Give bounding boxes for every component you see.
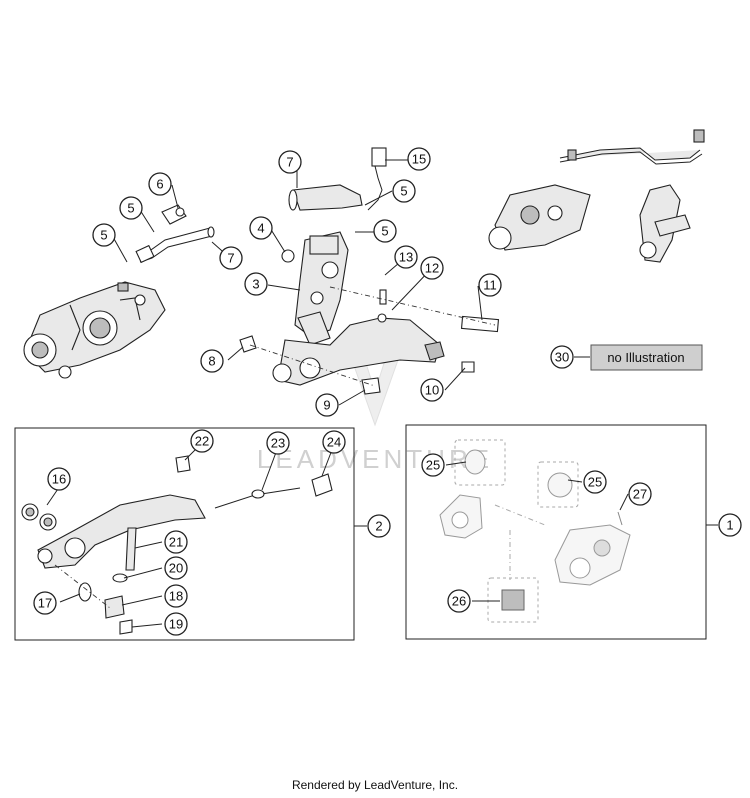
svg-text:10: 10 bbox=[425, 383, 439, 398]
axis-line bbox=[249, 344, 376, 387]
callout-27[interactable]: 27 bbox=[628, 482, 652, 506]
callout-9[interactable]: 9 bbox=[315, 393, 339, 417]
footer-credit: Rendered by LeadVenture, Inc. bbox=[291, 778, 459, 792]
master-cylinder-illustration bbox=[239, 147, 500, 395]
callout-24[interactable]: 24 bbox=[322, 430, 346, 454]
svg-text:5: 5 bbox=[400, 184, 407, 199]
callout-19[interactable]: 19 bbox=[164, 612, 188, 636]
callout-5-left-lower[interactable]: 5 bbox=[92, 223, 116, 247]
callout-18[interactable]: 18 bbox=[164, 584, 188, 608]
svg-text:3: 3 bbox=[252, 277, 259, 292]
callout-11[interactable]: 11 bbox=[478, 273, 502, 297]
callout-13[interactable]: 13 bbox=[394, 245, 418, 269]
svg-text:7: 7 bbox=[286, 155, 293, 170]
callout-7-center[interactable]: 7 bbox=[278, 150, 302, 174]
svg-text:17: 17 bbox=[38, 596, 52, 611]
svg-text:4: 4 bbox=[257, 221, 264, 236]
svg-text:25: 25 bbox=[588, 475, 602, 490]
callout-8[interactable]: 8 bbox=[200, 349, 224, 373]
svg-text:6: 6 bbox=[156, 177, 163, 192]
callout-10[interactable]: 10 bbox=[420, 378, 444, 402]
brake-pedal-group-illustration bbox=[21, 455, 333, 635]
svg-text:22: 22 bbox=[195, 434, 209, 449]
svg-text:26: 26 bbox=[452, 594, 466, 609]
group-2-frame bbox=[14, 427, 355, 641]
svg-text:24: 24 bbox=[327, 435, 341, 450]
callout-25-left[interactable]: 25 bbox=[421, 453, 445, 477]
brake-line-illustration bbox=[135, 204, 215, 264]
svg-text:13: 13 bbox=[399, 250, 413, 265]
svg-text:5: 5 bbox=[100, 228, 107, 243]
callout-20[interactable]: 20 bbox=[164, 556, 188, 580]
callout-26[interactable]: 26 bbox=[447, 589, 471, 613]
svg-text:8: 8 bbox=[208, 354, 215, 369]
callout-2[interactable]: 2 bbox=[367, 514, 391, 538]
svg-text:23: 23 bbox=[271, 436, 285, 451]
svg-text:7: 7 bbox=[227, 251, 234, 266]
callout-5-center-upper[interactable]: 5 bbox=[392, 179, 416, 203]
callout-21[interactable]: 21 bbox=[164, 530, 188, 554]
no-illustration-box: no Illustration bbox=[590, 344, 703, 371]
reference-assembly-illustration bbox=[488, 129, 705, 263]
svg-text:30: 30 bbox=[555, 350, 569, 365]
watermark-text: LEADVENTURE bbox=[257, 444, 493, 474]
svg-text:1: 1 bbox=[726, 518, 733, 533]
callout-6[interactable]: 6 bbox=[148, 172, 172, 196]
callout-3[interactable]: 3 bbox=[244, 272, 268, 296]
callout-16[interactable]: 16 bbox=[47, 467, 71, 491]
svg-text:19: 19 bbox=[169, 617, 183, 632]
svg-text:27: 27 bbox=[633, 487, 647, 502]
callout-23[interactable]: 23 bbox=[266, 431, 290, 455]
svg-text:5: 5 bbox=[381, 224, 388, 239]
svg-text:2: 2 bbox=[375, 519, 382, 534]
svg-text:5: 5 bbox=[127, 201, 134, 216]
callout-17[interactable]: 17 bbox=[33, 591, 57, 615]
svg-text:15: 15 bbox=[412, 152, 426, 167]
callout-5-center-lower[interactable]: 5 bbox=[373, 219, 397, 243]
callout-30[interactable]: 30 bbox=[550, 345, 574, 369]
svg-text:12: 12 bbox=[425, 261, 439, 276]
callout-1[interactable]: 1 bbox=[718, 513, 742, 537]
svg-text:20: 20 bbox=[169, 561, 183, 576]
group-1-frame bbox=[405, 424, 707, 640]
callout-7-left[interactable]: 7 bbox=[219, 246, 243, 270]
axis-line bbox=[329, 286, 496, 326]
svg-text:21: 21 bbox=[169, 535, 183, 550]
callout-4[interactable]: 4 bbox=[249, 216, 273, 240]
callout-12[interactable]: 12 bbox=[420, 256, 444, 280]
caliper-parts-group-illustration bbox=[439, 439, 631, 623]
watermark: LEADVENTURE bbox=[257, 359, 493, 474]
callout-5-left-upper[interactable]: 5 bbox=[119, 196, 143, 220]
callout-25-right[interactable]: 25 bbox=[583, 470, 607, 494]
callout-15[interactable]: 15 bbox=[407, 147, 431, 171]
svg-text:25: 25 bbox=[426, 458, 440, 473]
svg-text:9: 9 bbox=[323, 398, 330, 413]
svg-text:18: 18 bbox=[169, 589, 183, 604]
rear-brake-caliper-illustration bbox=[23, 281, 166, 379]
svg-text:16: 16 bbox=[52, 472, 66, 487]
callout-22[interactable]: 22 bbox=[190, 429, 214, 453]
no-illustration-label: no Illustration bbox=[607, 350, 684, 365]
svg-text:11: 11 bbox=[483, 278, 497, 293]
